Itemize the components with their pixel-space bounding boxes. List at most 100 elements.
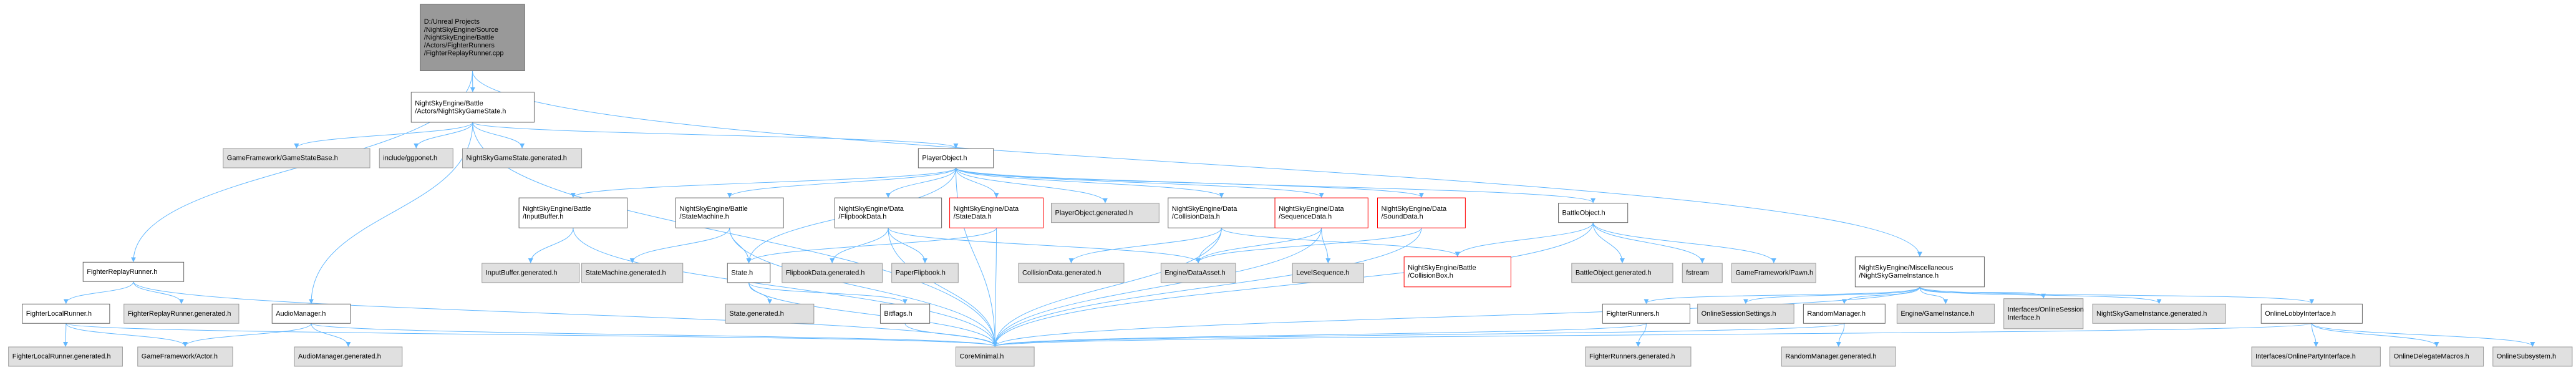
dependency-edge: [888, 228, 927, 263]
node-box: [1602, 303, 1690, 324]
dependency-edge: [2311, 323, 2439, 348]
node-box: [581, 263, 684, 283]
node-normal[interactable]: PlayerObject.h: [918, 148, 994, 168]
node-normal[interactable]: RandomManager.h: [1803, 303, 1886, 324]
dependency-edge: [1836, 323, 1845, 348]
node-normal[interactable]: FighterReplayRunner.h: [82, 261, 185, 282]
node-label: FighterLocalRunner.h: [26, 310, 92, 318]
dependency-edge: [182, 323, 312, 348]
node-label: /SoundData.h: [1382, 213, 1423, 221]
node-label: PaperFlipbook.h: [896, 270, 946, 277]
node-box: [82, 261, 185, 282]
node-box: [410, 92, 535, 123]
node-box: [2092, 303, 2226, 324]
node-external: GameFramework/GameStateBase.h: [223, 148, 370, 168]
node-normal[interactable]: OnlineLobbyInterface.h: [2260, 303, 2363, 324]
node-label: StateMachine.generated.h: [586, 270, 666, 277]
node-box: [1585, 346, 1692, 367]
node-box: [1803, 303, 1886, 324]
node-normal[interactable]: Bitflags.h: [879, 303, 931, 324]
dependency-edge: [993, 323, 2312, 348]
node-label: FlipbookData.generated.h: [786, 270, 865, 277]
node-label: PlayerObject.h: [922, 155, 967, 162]
node-label: BattleObject.generated.h: [1576, 270, 1652, 277]
node-box: [1682, 263, 1723, 283]
node-label: RandomManager.generated.h: [1785, 353, 1876, 361]
node-box: [379, 148, 453, 168]
node-box: [675, 197, 784, 228]
dependency-edge: [888, 228, 998, 348]
node-label: /FlipbookData.h: [838, 213, 886, 221]
node-label: /InputBuffer.h: [523, 213, 563, 221]
dependency-edge: [65, 323, 188, 348]
node-label: /SequenceData.h: [1279, 213, 1332, 221]
dependency-edge: [1592, 222, 1776, 263]
node-label: NightSkyEngine/Data: [1382, 205, 1447, 213]
node-box: [462, 148, 583, 168]
node-box: [879, 303, 931, 324]
node-label: /CollisionBox.h: [1408, 272, 1453, 280]
dependency-edge: [1221, 227, 1460, 257]
dependency-edge: [748, 282, 998, 348]
node-normal[interactable]: State.h: [727, 263, 771, 283]
node-label: OnlineLobbyInterface.h: [2265, 310, 2336, 318]
node-normal[interactable]: AudioManager.h: [271, 303, 351, 324]
node-box: [420, 4, 525, 71]
dependency-edge: [992, 228, 1222, 348]
dependency-edge: [992, 228, 998, 348]
node-box: [1731, 263, 1816, 283]
dependency-edge: [1919, 286, 2315, 304]
node-box: [123, 303, 240, 324]
node-box: [2390, 346, 2484, 367]
dependency-edge: [1196, 228, 1222, 263]
dependency-edge: [729, 228, 752, 263]
node-external: InputBuffer.generated.h: [482, 263, 580, 283]
node-missing[interactable]: NightSkyEngine/Battle/CollisionBox.h: [1403, 256, 1511, 288]
node-external: PlayerObject.generated.h: [1050, 203, 1160, 223]
node-normal[interactable]: NightSkyEngine/Data/FlipbookData.h: [834, 197, 942, 228]
dependency-edge: [65, 323, 997, 348]
node-normal[interactable]: NightSkyEngine/Battle/StateMachine.h: [675, 197, 784, 228]
node-label: NightSkyEngine/Battle: [523, 205, 591, 213]
dependency-edge: [133, 281, 184, 304]
node-box: [2003, 298, 2084, 329]
node-missing[interactable]: NightSkyEngine/Data/SequenceData.h: [1274, 197, 1368, 228]
node-normal[interactable]: NightSkyEngine/Miscellaneous/NightSkyGam…: [1854, 256, 1985, 288]
node-normal[interactable]: NightSkyEngine/Data/CollisionData.h: [1168, 197, 1276, 228]
dependency-edge: [414, 122, 473, 149]
node-label: BattleObject.h: [1562, 209, 1605, 217]
node-external: fstream: [1682, 263, 1723, 283]
node-normal[interactable]: FighterRunners.h: [1602, 303, 1690, 324]
node-missing[interactable]: NightSkyEngine/Data/StateData.h: [949, 197, 1044, 228]
node-box: [294, 346, 403, 367]
dependency-edge: [746, 228, 997, 263]
node-normal[interactable]: FighterLocalRunner.h: [22, 303, 110, 324]
dependency-edge: [1455, 222, 1594, 257]
dependency-edge: [1841, 286, 1920, 304]
dependency-edge: [1919, 286, 2046, 299]
dependency-edge: [1919, 286, 2162, 304]
dependency-edge: [573, 228, 998, 348]
node-box: [2251, 346, 2381, 367]
node-normal[interactable]: NightSkyEngine/Battle/Actors/NightSkyGam…: [410, 92, 535, 123]
node-normal[interactable]: BattleObject.h: [1558, 203, 1629, 223]
dependency-edge: [472, 122, 525, 149]
node-label: /NightSkyGameInstance.h: [1859, 272, 1939, 280]
node-label: OnlineSessionSettings.h: [1702, 310, 1776, 318]
node-external: Interfaces/OnlinePartyInterface.h: [2251, 346, 2381, 367]
dependency-edge: [729, 228, 998, 348]
node-root[interactable]: D:/Unreal Projects/NightSkyEngine/Source…: [420, 4, 525, 71]
dependency-edge: [955, 167, 1108, 203]
node-label: NightSkyEngine/Battle: [415, 100, 483, 107]
node-label: FighterRunners.generated.h: [1589, 353, 1675, 361]
node-normal[interactable]: NightSkyEngine/Battle/InputBuffer.h: [518, 197, 628, 228]
node-external: FighterRunners.generated.h: [1585, 346, 1692, 367]
node-label: include/ggponet.h: [383, 155, 437, 162]
node-box: [518, 197, 628, 228]
node-missing[interactable]: NightSkyEngine/Data/SoundData.h: [1377, 197, 1466, 228]
dependency-edge: [992, 286, 1920, 348]
dependency-edge: [1196, 228, 1322, 263]
node-external: FighterReplayRunner.generated.h: [123, 303, 240, 324]
dependency-edge: [992, 323, 1845, 348]
